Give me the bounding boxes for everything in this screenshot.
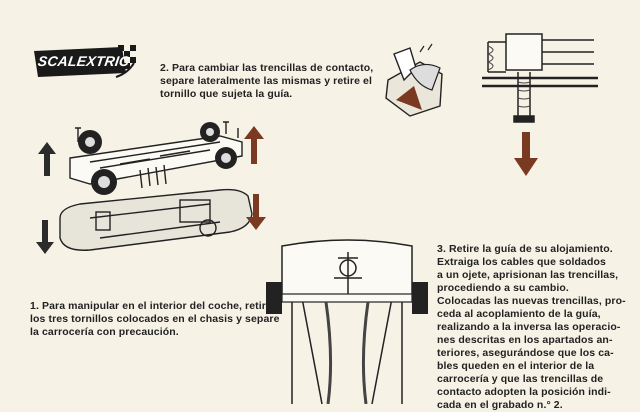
arrow-up-brown-icon [244, 126, 264, 164]
step-3-line: procediendo a su cambio. [437, 282, 569, 294]
step-3-line: teriores, asegurándose que los ca- [437, 347, 614, 359]
step-1-line: 1. Para manipular en el interior del coc… [30, 300, 272, 312]
screw-section-illustration [482, 33, 598, 123]
step-3-line: bles queden en el interior de la [437, 360, 595, 372]
step-2-line: separe lateralmente las mismas y retire … [160, 75, 372, 87]
step-3-text: 3. Retire la guía de su alojamiento. Ext… [437, 243, 626, 412]
step-2-text: 2. Para cambiar las trencillas de contac… [160, 62, 373, 101]
step-3-line: Extraiga los cables que soldados [437, 256, 606, 268]
step-3-line: nes descritas en los apartados an- [437, 334, 613, 346]
arrow-up-icon [38, 142, 56, 176]
step-1-line: la carrocería con precaución. [30, 326, 179, 338]
car-chassis-illustration [59, 121, 253, 251]
guide-braid-illustration [385, 43, 443, 117]
step-3-line: contacto adopten la posición indi- [437, 386, 611, 398]
scalextric-logo: SCALEXTRIC [30, 43, 140, 81]
step-1-text: 1. Para manipular en el interior del coc… [30, 300, 280, 339]
arrow-down-icon [36, 220, 54, 254]
logo-text: SCALEXTRIC [36, 53, 131, 69]
step-3-line: a un ojete, aprisionan las trencillas, [437, 269, 619, 281]
step-1-line: los tres tornillos colocados en el chasi… [30, 313, 280, 325]
step-3-line: 3. Retire la guía de su alojamiento. [437, 243, 613, 255]
step-3-line: cada en el grabado n.° 2. [437, 399, 563, 411]
step-2-line: 2. Para cambiar las trencillas de contac… [160, 62, 374, 74]
step-3-line: ceda al acoplamiento de la guía, [437, 308, 601, 320]
arrow-down-brown-icon [246, 194, 266, 230]
step-2-line: tornillo que sujeta la guía. [160, 88, 293, 100]
step-3-line: realizando a la inversa las operacio- [437, 321, 621, 333]
underside-guide-illustration [266, 239, 428, 404]
step-3-line: Colocadas las nuevas trencillas, pro- [437, 295, 626, 307]
step-3-line: carrocería y que las trencillas de [437, 373, 604, 385]
arrow-down-section-icon [514, 132, 538, 176]
